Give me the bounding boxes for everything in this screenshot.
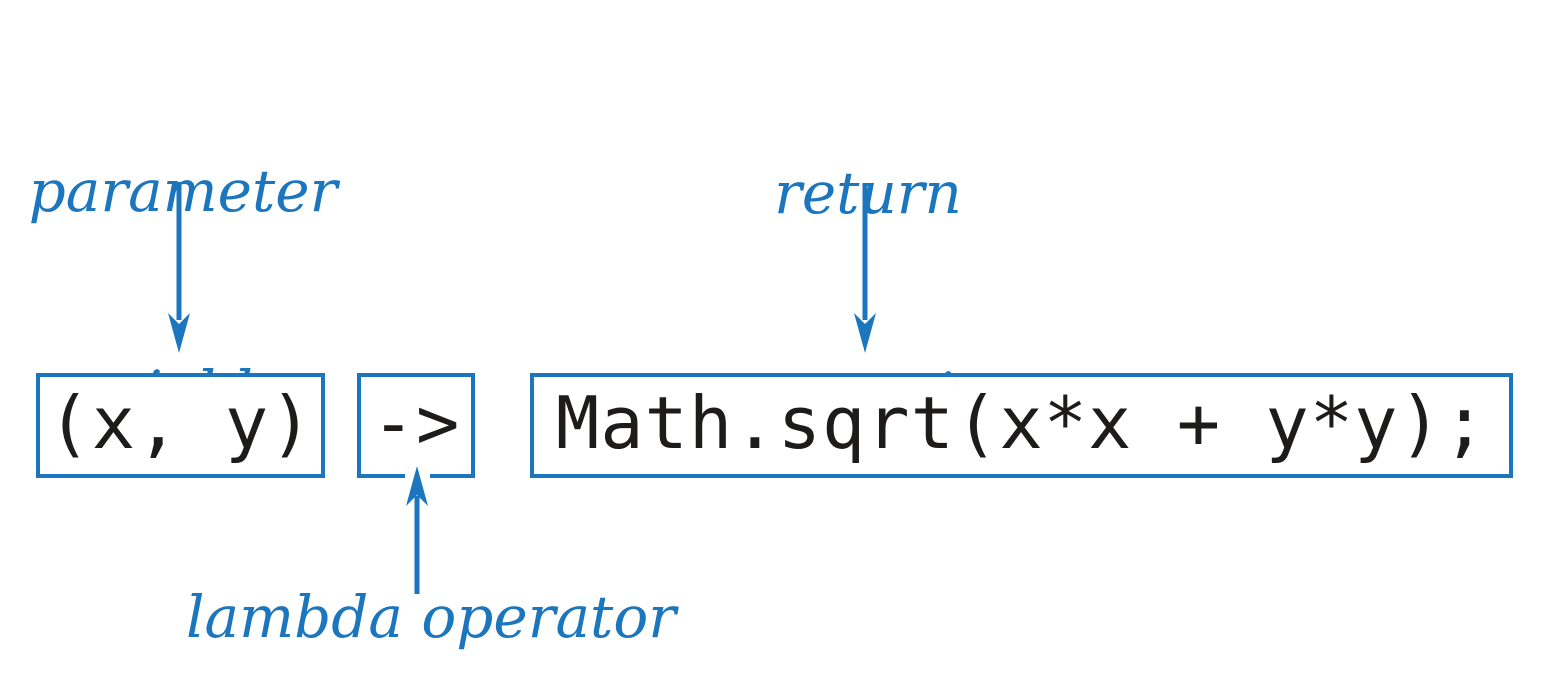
return-expression-label-line1: return <box>774 159 962 227</box>
arrow-down-icon <box>168 182 190 353</box>
lambda-operator-box: -> <box>357 373 475 478</box>
parameter-variables-label-line1: parameter <box>28 157 338 225</box>
return-expression-box: Math.sqrt(x*x + y*y); <box>530 373 1513 478</box>
arrow-up-icon <box>406 466 428 594</box>
arrow-down-icon <box>854 183 876 353</box>
parameter-list-code: (x, y) <box>47 380 314 465</box>
lambda-operator-label: lambda operator <box>185 583 677 651</box>
return-expression-code: Math.sqrt(x*x + y*y); <box>555 380 1488 465</box>
parameter-list-box: (x, y) <box>36 373 325 478</box>
lambda-operator-code: -> <box>371 380 461 465</box>
